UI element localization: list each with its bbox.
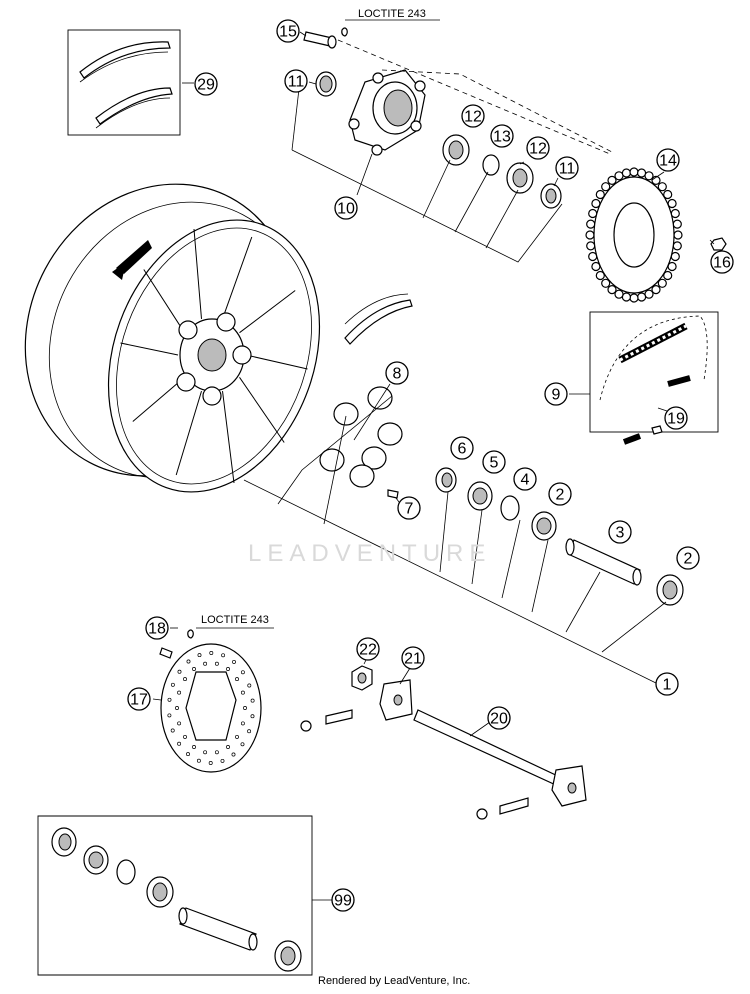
callout-5[interactable]: 5 — [482, 450, 506, 474]
loctite-label-disc: LOCTITE 243 — [201, 614, 269, 626]
callout-20[interactable]: 20 — [487, 706, 511, 730]
callout-label: 15 — [279, 24, 297, 41]
callout-18[interactable]: 18 — [145, 616, 169, 640]
callout-16[interactable]: 16 — [710, 250, 734, 274]
cush-rubbers-part — [319, 386, 403, 488]
callout-label: 29 — [197, 77, 215, 94]
watermark: LEADVENTURE — [248, 540, 492, 567]
callout-label: 9 — [552, 387, 561, 404]
brake-disc-part — [159, 629, 262, 773]
callout-19[interactable]: 19 — [664, 406, 688, 430]
callout-2a[interactable]: 2 — [548, 482, 572, 506]
callout-label: 7 — [405, 501, 414, 518]
spacer-11-part — [540, 183, 562, 209]
callout-label: 21 — [404, 651, 422, 668]
circlip-4-part — [500, 495, 520, 521]
sleeve-15-part — [303, 27, 348, 49]
callout-label: 20 — [490, 711, 508, 728]
callout-99[interactable]: 99 — [331, 888, 355, 912]
callout-label: 11 — [559, 161, 576, 178]
callout-3[interactable]: 3 — [608, 520, 632, 544]
circlip-13-part — [482, 154, 500, 176]
callout-14[interactable]: 14 — [656, 148, 680, 172]
callout-15[interactable]: 15 — [276, 19, 300, 43]
callout-label: 17 — [130, 692, 148, 709]
callout-13[interactable]: 13 — [490, 124, 514, 148]
callout-label: 6 — [458, 441, 467, 458]
callout-29[interactable]: 29 — [194, 72, 218, 96]
footer-credit: Rendered by LeadVenture, Inc. — [318, 975, 471, 987]
callout-6[interactable]: 6 — [450, 436, 474, 460]
callout-label: 1 — [663, 677, 672, 694]
callout-label: 12 — [464, 109, 482, 126]
adjuster-screw-left-part — [300, 709, 353, 732]
rear-wheel-part — [24, 183, 321, 493]
decal-kit-box — [67, 29, 181, 136]
rear-axle-part — [413, 709, 587, 807]
callout-12b[interactable]: 12 — [526, 136, 550, 160]
callout-label: 12 — [529, 141, 547, 158]
callout-12a[interactable]: 12 — [461, 104, 485, 128]
callout-label: 99 — [334, 893, 352, 910]
rear-sprocket-part — [585, 167, 683, 303]
callout-1[interactable]: 1 — [655, 672, 679, 696]
callout-label: 10 — [337, 201, 355, 218]
callout-11a[interactable]: 11 — [284, 69, 308, 93]
loctite-label-top: LOCTITE 243 — [358, 8, 426, 20]
spacer-3-part — [565, 538, 642, 586]
callout-label: 22 — [359, 642, 377, 659]
bearing-5-part — [467, 481, 493, 511]
callout-label: 18 — [148, 621, 166, 638]
callout-2b[interactable]: 2 — [676, 546, 700, 570]
callout-label: 8 — [393, 366, 402, 383]
adjuster-screw-right-part — [476, 797, 529, 820]
callout-label: 3 — [616, 525, 625, 542]
wheel-decal-part — [344, 293, 413, 345]
callout-label: 14 — [659, 153, 677, 170]
nut-16-part — [710, 237, 727, 251]
callout-17[interactable]: 17 — [127, 687, 151, 711]
chain-adjuster-21-part — [379, 679, 413, 721]
nut-22-part — [351, 665, 373, 691]
bearing-2-inner-part — [531, 511, 557, 541]
sprocket-carrier-part — [315, 69, 426, 156]
callout-label: 16 — [713, 255, 731, 272]
bearing-12-lower-part — [506, 162, 534, 194]
callout-label: 19 — [667, 411, 685, 428]
seal-6-part — [435, 467, 457, 493]
leader-lines — [152, 19, 715, 901]
callout-10[interactable]: 10 — [334, 196, 358, 220]
callout-label: 4 — [521, 472, 530, 489]
bearing-12-upper-part — [442, 134, 470, 166]
callout-4[interactable]: 4 — [513, 467, 537, 491]
callout-22[interactable]: 22 — [356, 637, 380, 661]
callout-label: 11 — [288, 74, 305, 91]
callout-7[interactable]: 7 — [397, 496, 421, 520]
callout-label: 13 — [493, 129, 511, 146]
callout-11b[interactable]: 11 — [555, 156, 579, 180]
callout-21[interactable]: 21 — [401, 646, 425, 670]
callout-9[interactable]: 9 — [544, 382, 568, 406]
valve-7-part — [387, 489, 399, 499]
bearing-2-outer-part — [656, 574, 684, 606]
callout-label: 5 — [490, 455, 499, 472]
chain-box — [589, 311, 719, 445]
callout-label: 2 — [556, 487, 565, 504]
bearing-kit-box — [37, 815, 313, 976]
callout-label: 2 — [684, 551, 693, 568]
callout-8[interactable]: 8 — [385, 361, 409, 385]
